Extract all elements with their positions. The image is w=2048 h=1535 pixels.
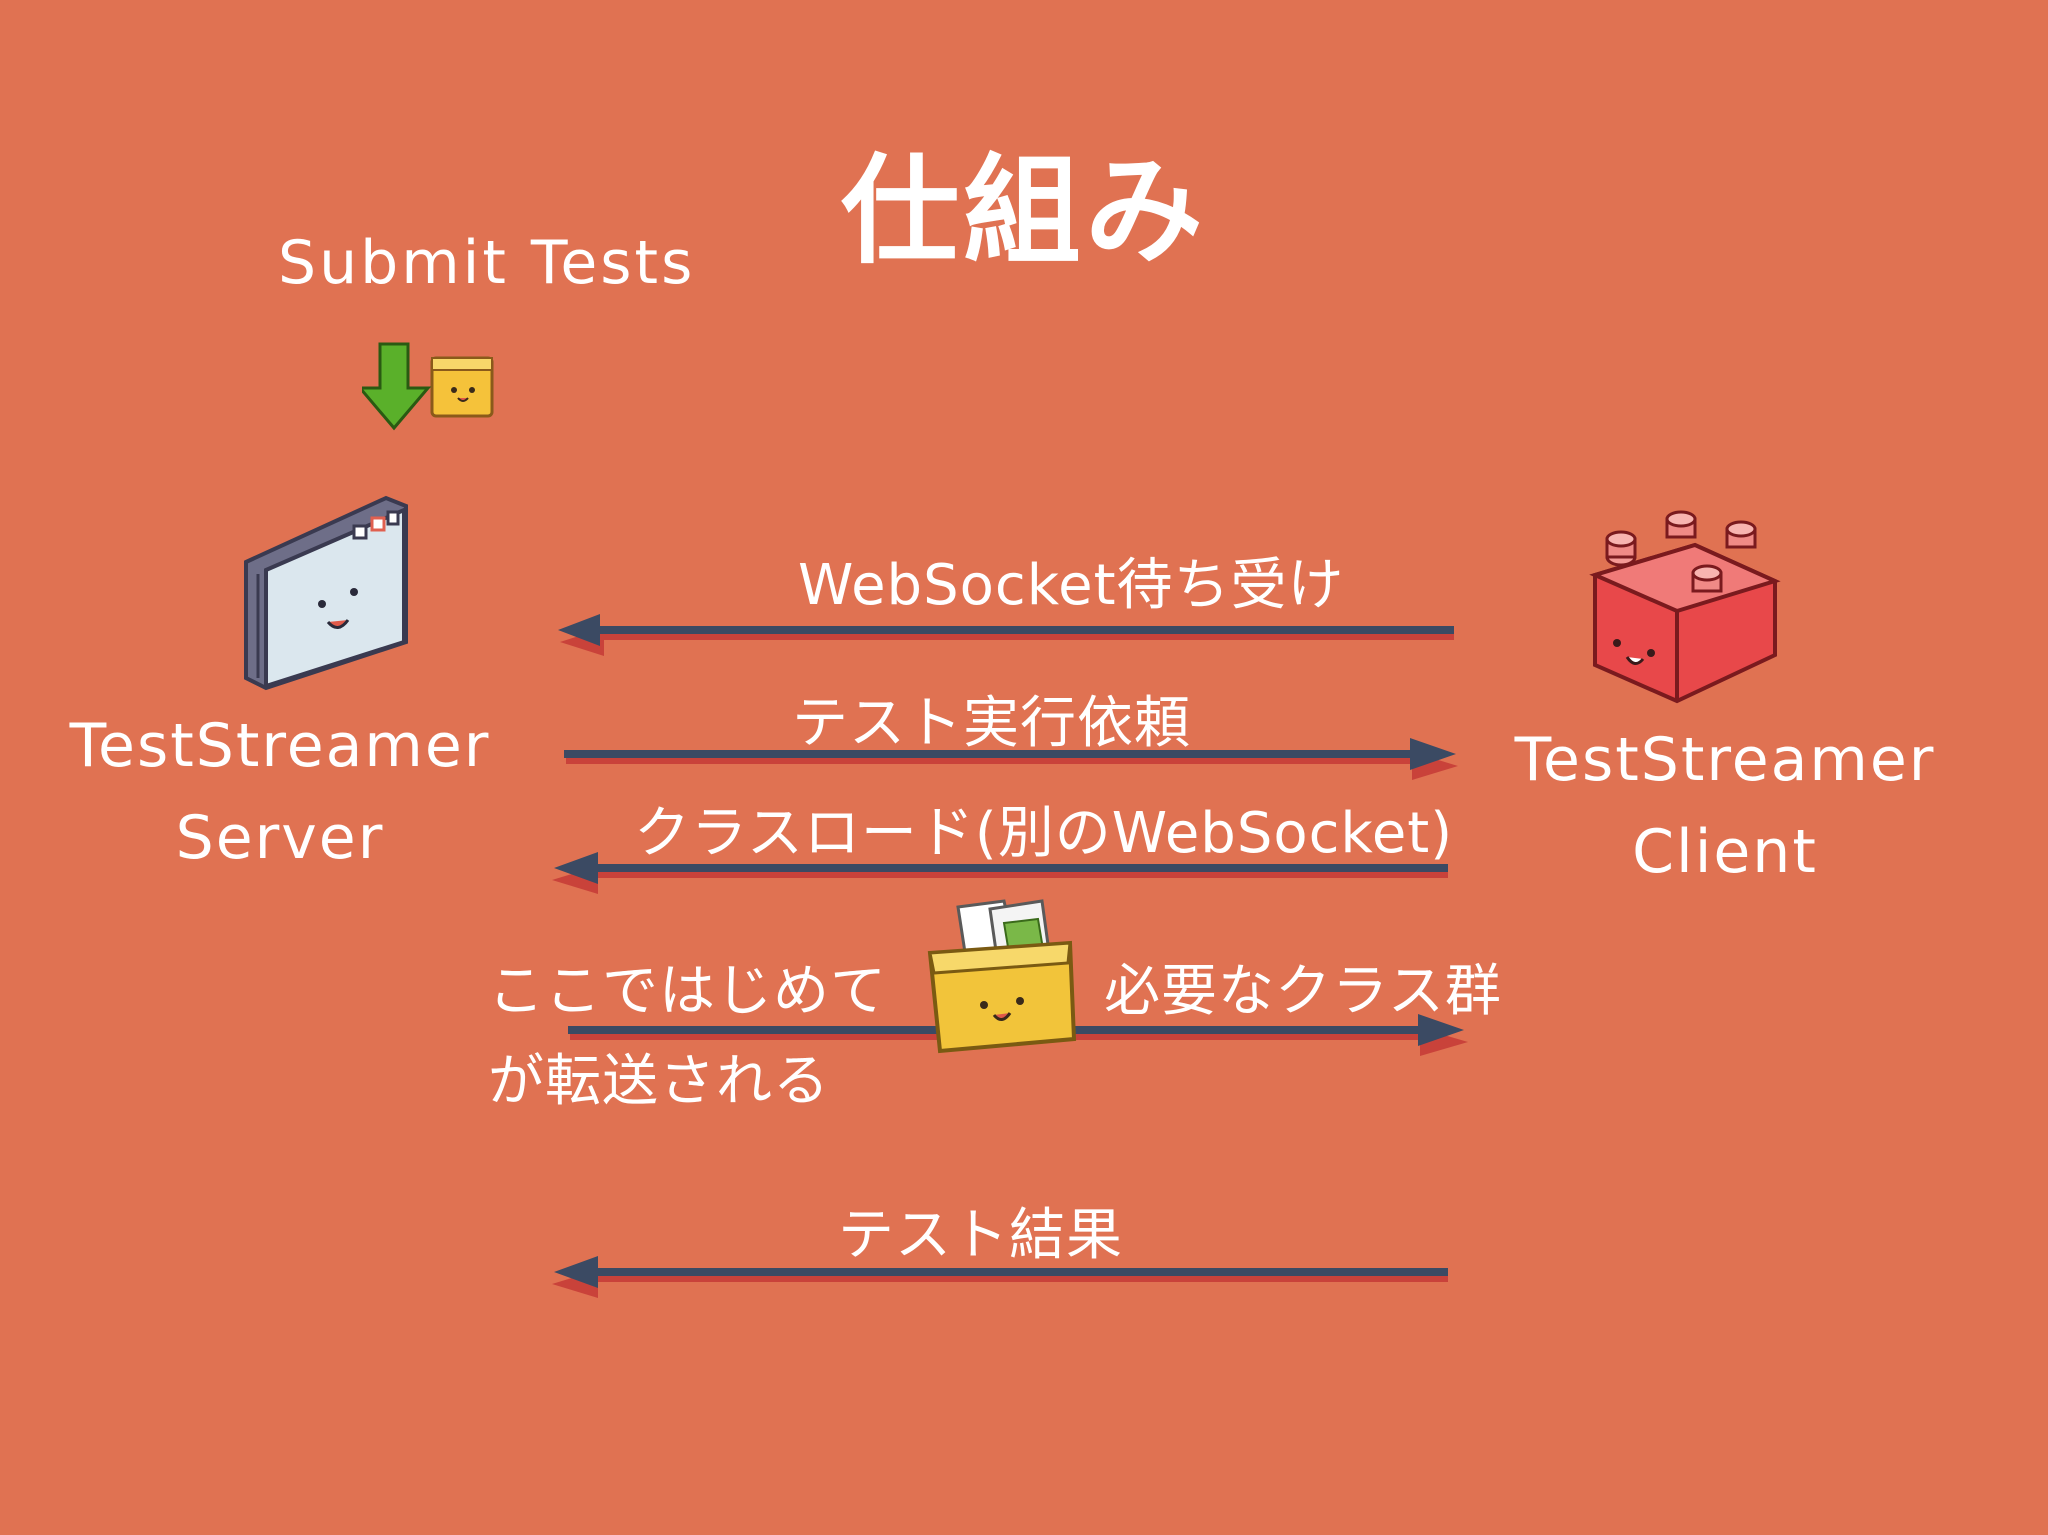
client-label-line1: TestStreamer (1514, 725, 1936, 795)
message-test-result: テスト結果 (838, 1203, 1123, 1268)
submit-tests-label: Submit Tests (278, 228, 696, 298)
arrow-test-result (552, 1256, 1448, 1298)
message-class-load: クラスロード(別のWebSocket) (634, 801, 1454, 866)
server-label: TestStreamer Server (60, 700, 500, 884)
server-label-line1: TestStreamer (69, 711, 491, 781)
message-class-transfer-part1: ここではじめて (488, 959, 887, 1024)
client-label: TestStreamer Client (1505, 714, 1945, 898)
message-class-transfer-part3: が転送される (488, 1049, 830, 1114)
folder-with-papers-icon (927, 899, 1077, 1054)
server-book-icon (244, 495, 408, 691)
message-test-request: テスト実行依頼 (792, 691, 1191, 756)
client-block-icon (1589, 510, 1781, 704)
server-label-line2: Server (175, 803, 385, 873)
arrow-websocket-listen (558, 614, 1454, 656)
message-websocket-listen: WebSocket待ち受け (798, 553, 1345, 618)
submit-tests-icon (362, 342, 494, 431)
slide-title: 仕組み (840, 142, 1207, 280)
arrow-class-load (552, 852, 1448, 894)
client-label-line2: Client (1632, 817, 1818, 887)
arrow-test-request (564, 738, 1458, 780)
message-class-transfer-part2: 必要なクラス群 (1104, 959, 1502, 1024)
